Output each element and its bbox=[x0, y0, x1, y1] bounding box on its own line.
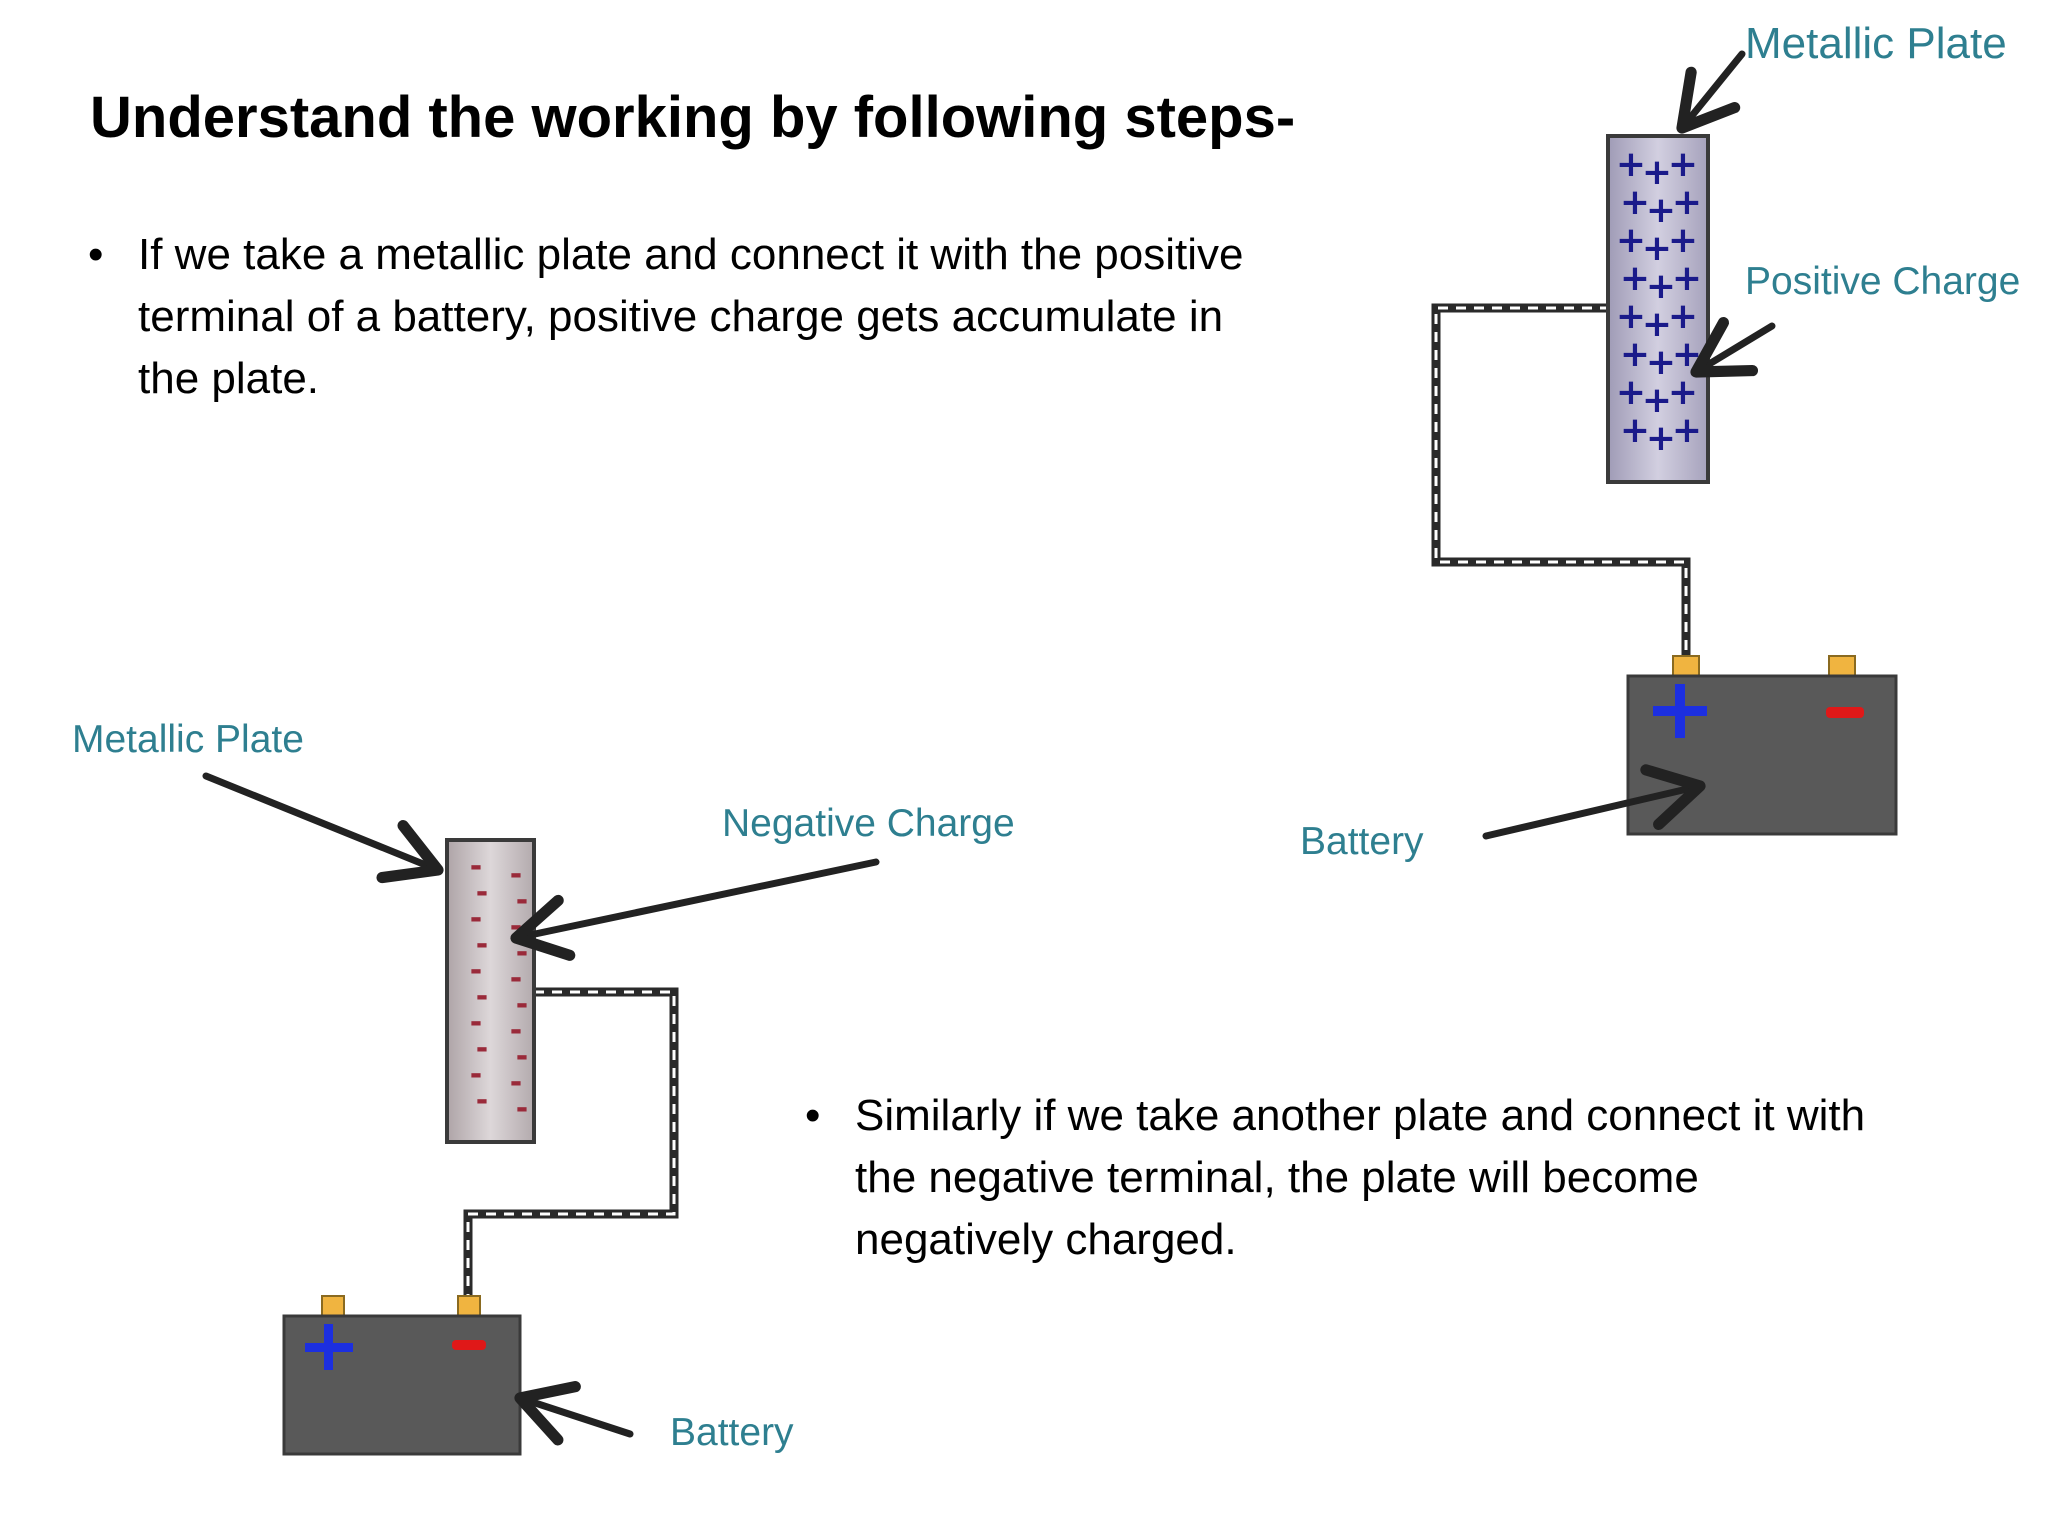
minus-charge-icon: - bbox=[516, 1039, 528, 1074]
minus-charge-icon: - bbox=[476, 875, 488, 910]
arrow-icon bbox=[510, 858, 880, 961]
minus-charge-icon: - bbox=[510, 1013, 522, 1048]
bullet-marker: • bbox=[805, 1091, 821, 1140]
negative-charges: -------------------- bbox=[470, 849, 528, 1126]
minus-sign-icon bbox=[1826, 707, 1864, 718]
label-negative-charge: Negative Charge bbox=[722, 802, 1015, 845]
positive-plate-diagram: ++++++++++++++++++++++++ Metallic Plate … bbox=[1300, 19, 2020, 863]
minus-charge-icon: - bbox=[510, 857, 522, 892]
plus-charge-icon: + bbox=[1672, 258, 1702, 299]
plus-charge-icon: + bbox=[1620, 182, 1650, 223]
metallic-plate-positive bbox=[1606, 134, 1710, 484]
plus-charge-icon: + bbox=[1616, 372, 1646, 413]
bullet-line: terminal of a battery, positive charge g… bbox=[138, 292, 1224, 341]
plus-charge-icon: + bbox=[1620, 334, 1650, 375]
minus-sign-icon bbox=[452, 1340, 486, 1350]
slide-title: Understand the working by following step… bbox=[90, 85, 1296, 150]
minus-charge-icon: - bbox=[516, 987, 528, 1022]
bullet-line: the negative terminal, the plate will be… bbox=[855, 1153, 1699, 1202]
minus-charge-icon: - bbox=[516, 1091, 528, 1126]
plus-sign-icon bbox=[305, 1324, 353, 1370]
plus-charge-icon: + bbox=[1620, 258, 1650, 299]
label-metallic-plate-top: Metallic Plate bbox=[1745, 19, 2007, 68]
plus-charge-icon: + bbox=[1668, 296, 1698, 337]
plus-charge-icon: + bbox=[1646, 266, 1676, 307]
plus-charge-icon: + bbox=[1668, 220, 1698, 261]
battery-top bbox=[1626, 655, 1898, 836]
arrow-icon bbox=[1676, 50, 1746, 134]
minus-charge-icon: - bbox=[470, 1005, 482, 1040]
bullet-line: If we take a metallic plate and connect … bbox=[138, 230, 1244, 279]
minus-charge-icon: - bbox=[476, 927, 488, 962]
label-battery-bottom: Battery bbox=[670, 1411, 794, 1454]
bullet-line: negatively charged. bbox=[855, 1215, 1237, 1264]
bullet-point-positive: • If we take a metallic plate and connec… bbox=[88, 224, 1388, 424]
plus-charge-icon: + bbox=[1668, 372, 1698, 413]
minus-charge-icon: - bbox=[476, 1031, 488, 1066]
plus-charge-icon: + bbox=[1616, 144, 1646, 185]
plus-charge-icon: + bbox=[1616, 296, 1646, 337]
battery-body bbox=[282, 1314, 522, 1456]
battery-bottom bbox=[282, 1295, 522, 1456]
bullet-line: the plate. bbox=[138, 354, 320, 403]
minus-charge-icon: - bbox=[510, 1065, 522, 1100]
minus-charge-icon: - bbox=[470, 849, 482, 884]
plus-charge-icon: + bbox=[1668, 144, 1698, 185]
label-battery-top: Battery bbox=[1300, 820, 1424, 863]
label-positive-charge: Positive Charge bbox=[1745, 260, 2020, 303]
battery-body bbox=[1626, 674, 1898, 836]
plus-charge-icon: + bbox=[1642, 228, 1672, 269]
arrow-icon bbox=[1690, 317, 1776, 378]
plus-charge-icon: + bbox=[1642, 304, 1672, 345]
plus-charge-icon: + bbox=[1646, 342, 1676, 383]
plus-charge-icon: + bbox=[1646, 190, 1676, 231]
minus-charge-icon: - bbox=[470, 953, 482, 988]
arrow-icon bbox=[202, 772, 444, 884]
plus-charge-icon: + bbox=[1620, 410, 1650, 451]
wire-positive bbox=[1431, 303, 1691, 672]
negative-plate-diagram: -------------------- Metallic Plate Nega… bbox=[72, 718, 1015, 1456]
arrow-icon bbox=[514, 1381, 634, 1446]
bullet-marker: • bbox=[88, 230, 104, 279]
bullet-point-negative: • Similarly if we take another plate and… bbox=[805, 1085, 2005, 1285]
positive-charges: ++++++++++++++++++++++++ bbox=[1616, 144, 1702, 459]
plus-sign-icon bbox=[1653, 684, 1707, 738]
minus-charge-icon: - bbox=[476, 979, 488, 1014]
plus-charge-icon: + bbox=[1616, 220, 1646, 261]
metallic-plate-negative bbox=[445, 838, 536, 1144]
bullet-line: Similarly if we take another plate and c… bbox=[855, 1091, 1866, 1140]
arrow-icon bbox=[1482, 764, 1706, 840]
plus-charge-icon: + bbox=[1646, 418, 1676, 459]
minus-charge-icon: - bbox=[470, 1057, 482, 1092]
minus-charge-icon: - bbox=[476, 1083, 488, 1118]
wire-negative bbox=[463, 987, 679, 1310]
plus-charge-icon: + bbox=[1672, 410, 1702, 451]
minus-charge-icon: - bbox=[510, 961, 522, 996]
minus-charge-icon: - bbox=[470, 901, 482, 936]
plus-charge-icon: + bbox=[1672, 182, 1702, 223]
label-metallic-plate-bottom: Metallic Plate bbox=[72, 718, 304, 761]
plus-charge-icon: + bbox=[1642, 380, 1672, 421]
plus-charge-icon: + bbox=[1642, 152, 1672, 193]
